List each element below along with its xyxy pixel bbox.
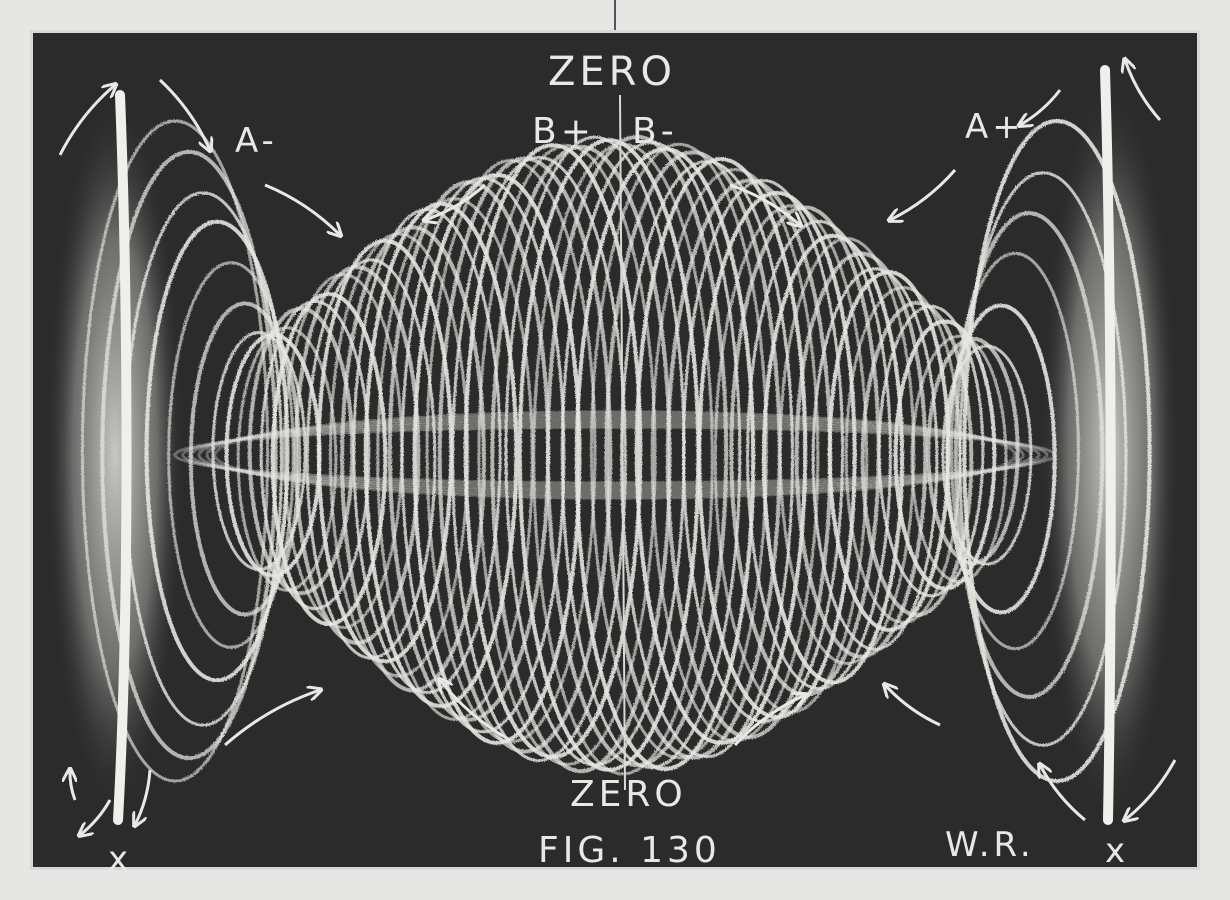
direction-arrow xyxy=(265,185,340,235)
zero-top-label: ZERO xyxy=(548,49,676,95)
author-initials: W.R. xyxy=(945,825,1035,865)
zero-bottom-label: ZERO xyxy=(570,774,687,815)
direction-arrow xyxy=(160,80,210,150)
direction-arrow xyxy=(80,800,110,835)
left-x-mark: x xyxy=(108,839,132,879)
a-minus-label: A- xyxy=(235,121,278,161)
right-x-mark: x xyxy=(1105,831,1129,871)
b-plus-label: B+ xyxy=(532,111,595,152)
direction-arrow xyxy=(70,770,75,800)
direction-arrow xyxy=(885,685,940,725)
b-minus-label: B- xyxy=(632,111,678,152)
figure-caption: FIG. 130 xyxy=(538,830,721,871)
core-band xyxy=(199,418,1031,492)
core-band xyxy=(183,424,1047,486)
wave-ring xyxy=(764,236,902,683)
right-pole xyxy=(1105,70,1111,820)
a-plus-label: A+ xyxy=(965,107,1025,147)
direction-arrow xyxy=(890,170,955,220)
wave-rings xyxy=(82,121,1149,781)
